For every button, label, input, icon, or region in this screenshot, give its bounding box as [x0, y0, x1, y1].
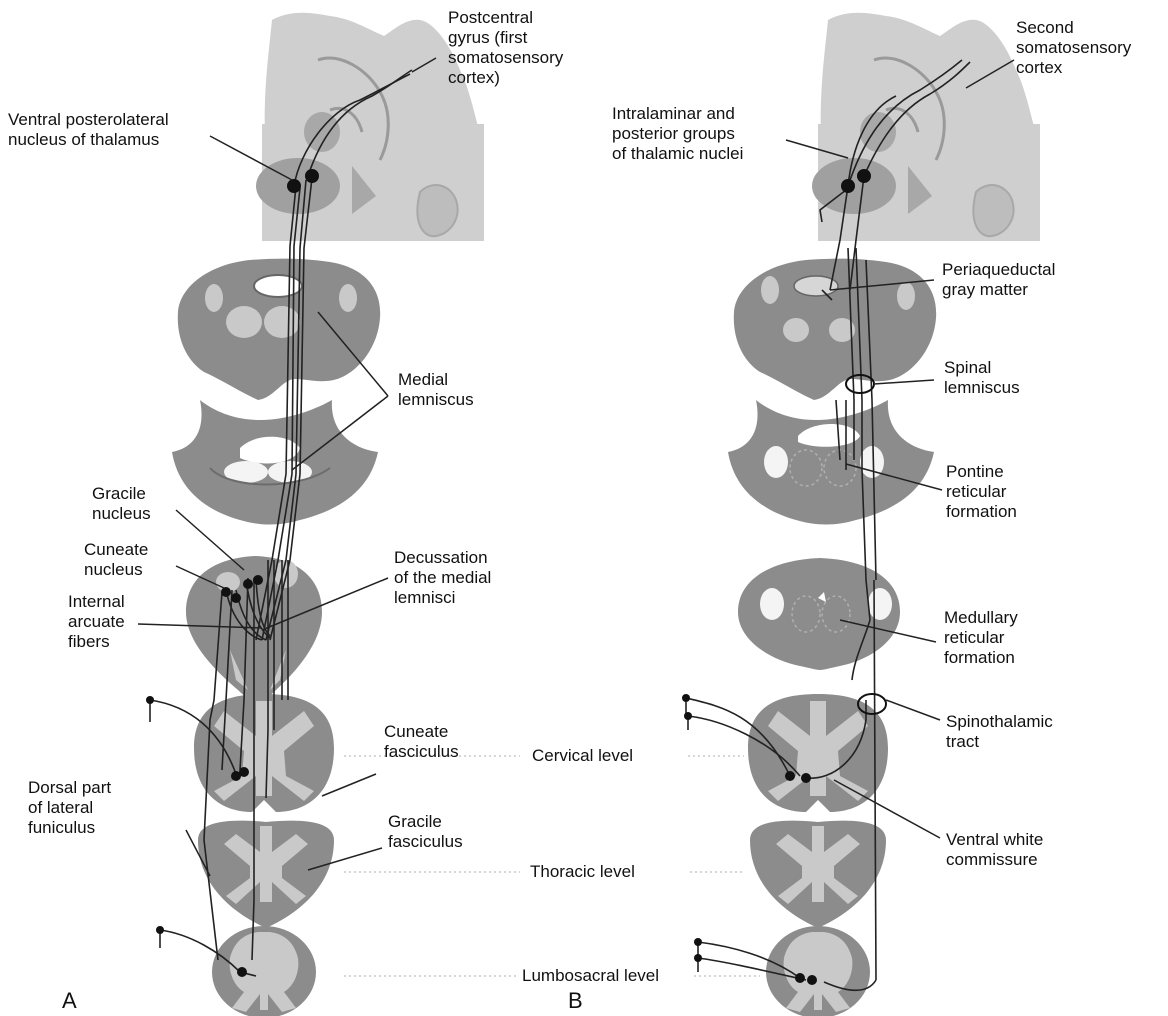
panel-b-midbrain: [734, 259, 936, 400]
label-vpl-nucleus: Ventral posterolateral nucleus of thalam…: [8, 110, 169, 150]
label-medullary-reticular: Medullary reticular formation: [944, 608, 1018, 668]
panel-label-b: B: [568, 988, 583, 1014]
label-dorsal-lateral-funiculus: Dorsal part of lateral funiculus: [28, 778, 111, 838]
label-gracile-fasciculus: Gracile fasciculus: [388, 812, 463, 852]
label-cuneate-nucleus: Cuneate nucleus: [84, 540, 148, 580]
panel-a-cervical-section: [194, 694, 334, 812]
panel-b-cervical-section: [748, 694, 888, 812]
label-periaqueductal-gray: Periaqueductal gray matter: [942, 260, 1055, 300]
panel-a-pons: [172, 400, 378, 525]
label-thoracic-level: Thoracic level: [526, 862, 639, 882]
label-spinal-lemniscus: Spinal lemniscus: [944, 358, 1020, 398]
panel-b-thoracic-section: [750, 821, 886, 928]
panel-label-a: A: [62, 988, 77, 1014]
label-decussation: Decussation of the medial lemnisci: [394, 548, 491, 608]
label-pontine-reticular: Pontine reticular formation: [946, 462, 1017, 522]
label-intralaminar-nuclei: Intralaminar and posterior groups of tha…: [612, 104, 743, 164]
panel-a-midbrain: [178, 259, 380, 400]
label-postcentral-gyrus: Postcentral gyrus (first somatosensory c…: [448, 8, 563, 88]
label-cuneate-fasciculus: Cuneate fasciculus: [384, 722, 459, 762]
label-medial-lemniscus: Medial lemniscus: [398, 370, 474, 410]
label-lumbosacral-level: Lumbosacral level: [518, 966, 663, 986]
label-ventral-white-commissure: Ventral white commissure: [946, 830, 1043, 870]
panel-a-thoracic-section: [198, 821, 334, 928]
label-internal-arcuate: Internal arcuate fibers: [68, 592, 125, 652]
panel-a-lumbosacral-section: [212, 926, 316, 1016]
label-gracile-nucleus: Gracile nucleus: [92, 484, 151, 524]
label-cervical-level: Cervical level: [528, 746, 637, 766]
panel-b-lumbosacral-section: [766, 926, 870, 1016]
label-second-somatosensory: Second somatosensory cortex: [1016, 18, 1131, 78]
panel-b-brain: [812, 13, 1040, 241]
panel-b-pons: [728, 400, 934, 525]
label-spinothalamic-tract: Spinothalamic tract: [946, 712, 1053, 752]
